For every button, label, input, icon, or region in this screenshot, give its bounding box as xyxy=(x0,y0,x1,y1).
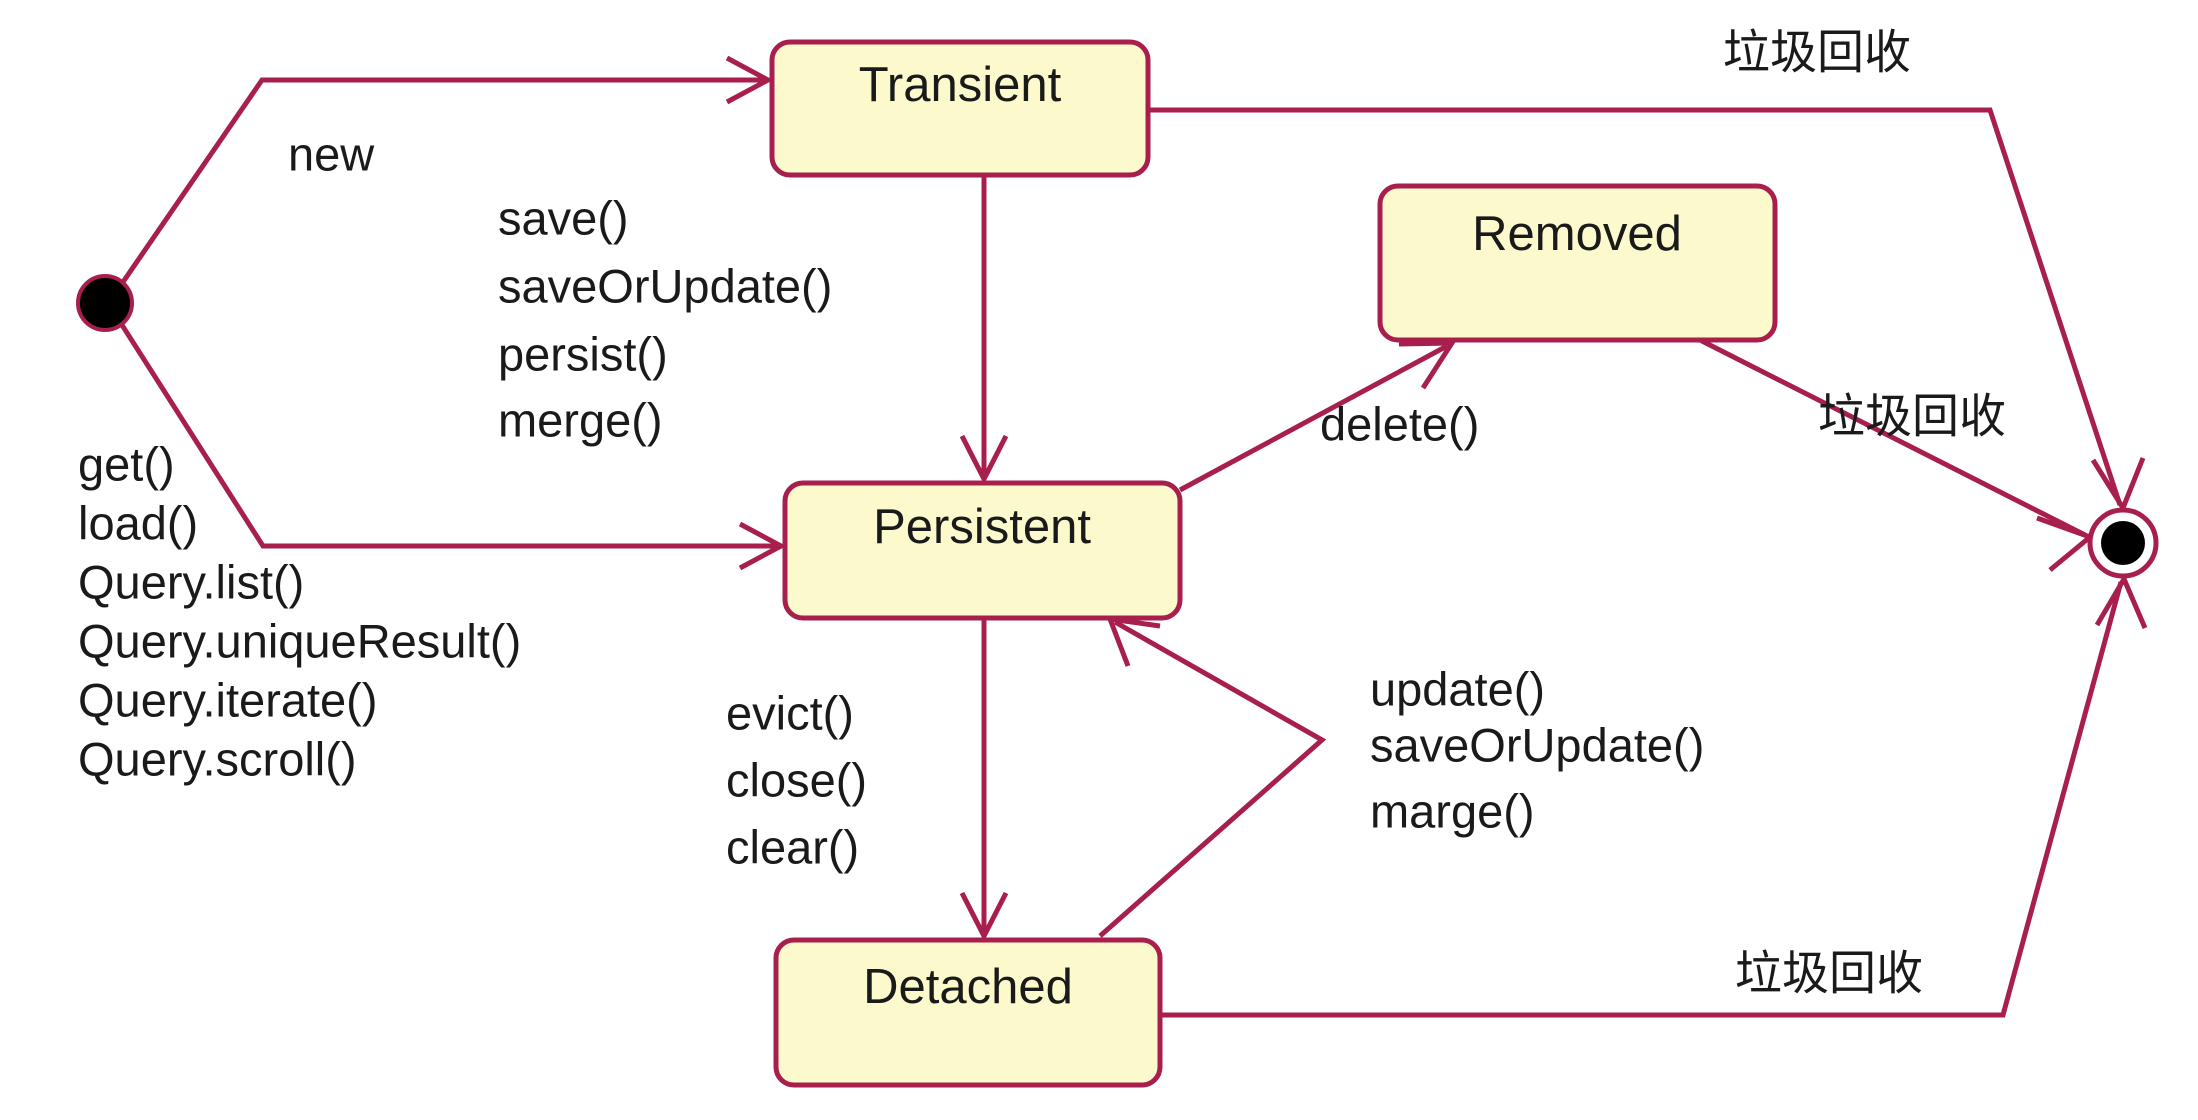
arrow-head-icon xyxy=(2036,515,2095,572)
edge-label-save-or-update-2: saveOrUpdate() xyxy=(1370,718,1704,771)
state-removed-box xyxy=(1377,183,1778,343)
edge-label-save-group: save() saveOrUpdate() persist() merge() xyxy=(498,191,832,446)
edge-label-gc-bottom: 垃圾回收 xyxy=(1735,947,1923,1002)
initial-node-dot-icon xyxy=(76,274,134,332)
edge-label-merge: merge() xyxy=(498,393,663,446)
edge-label-get: get() xyxy=(78,437,175,490)
edge-label-load-group: get() load() Query.list() Query.uniqueRe… xyxy=(78,437,521,785)
edge-label-query-scroll: Query.scroll() xyxy=(78,732,357,785)
transition-gc-removed-path xyxy=(1698,337,2087,538)
edge-label-query-list: Query.list() xyxy=(78,555,304,608)
state-persistent-box xyxy=(782,480,1183,621)
edge-label-new: new xyxy=(288,127,375,180)
edge-label-query-iterate: Query.iterate() xyxy=(78,673,378,726)
edge-label-persist: persist() xyxy=(498,327,668,380)
state-node-transient[interactable]: Transient xyxy=(769,39,1151,178)
transition-gc-detached xyxy=(1160,573,2148,1018)
final-node[interactable] xyxy=(2087,507,2159,579)
state-node-persistent[interactable]: Persistent xyxy=(782,480,1183,621)
arrow-head-icon xyxy=(725,55,774,105)
state-removed-label: Removed xyxy=(1472,207,1682,261)
edge-label-gc-middle: 垃圾回收 xyxy=(1818,390,2006,445)
edge-label-marge: marge() xyxy=(1370,784,1535,837)
arrow-head-icon xyxy=(2090,457,2146,514)
edge-label-delete: delete() xyxy=(1320,397,1479,450)
transition-new xyxy=(120,55,774,284)
state-node-removed[interactable]: Removed xyxy=(1377,183,1778,343)
transition-gc-transient-path xyxy=(1148,107,2123,506)
state-node-detached[interactable]: Detached xyxy=(773,937,1163,1088)
state-detached-label: Detached xyxy=(863,960,1073,1014)
edge-label-reattach-group: update() saveOrUpdate() marge() xyxy=(1370,662,1704,837)
edge-label-query-unique-result: Query.uniqueResult() xyxy=(78,614,521,667)
state-transient-box xyxy=(769,39,1151,178)
edge-label-load: load() xyxy=(78,496,198,549)
transition-delete-path xyxy=(1178,343,1449,493)
arrow-head-icon xyxy=(738,521,787,571)
edge-label-save-or-update: saveOrUpdate() xyxy=(498,259,832,312)
edge-label-evict-group: evict() close() clear() xyxy=(726,686,867,873)
transition-reattach-path xyxy=(1098,619,1327,938)
state-persistent-label: Persistent xyxy=(873,500,1091,554)
edge-label-clear: clear() xyxy=(726,820,859,873)
state-detached-box xyxy=(773,937,1163,1088)
transition-reattach xyxy=(1098,615,1327,938)
transition-delete xyxy=(1178,340,1457,493)
transition-load xyxy=(119,323,787,571)
arrow-head-icon xyxy=(959,434,1009,485)
transition-evict xyxy=(959,618,1009,942)
arrow-head-icon xyxy=(1398,340,1457,390)
edge-label-update: update() xyxy=(1370,662,1545,715)
initial-node[interactable] xyxy=(76,274,134,332)
edge-label-gc-top: 垃圾回收 xyxy=(1723,26,1911,81)
edge-label-save: save() xyxy=(498,191,629,244)
arrow-head-icon xyxy=(959,891,1009,942)
transition-save xyxy=(959,175,1009,485)
edge-label-close: close() xyxy=(726,753,867,806)
transition-gc-detached-path xyxy=(1160,581,2124,1018)
transition-new-path xyxy=(120,77,765,284)
state-transient-label: Transient xyxy=(859,58,1062,112)
transition-load-path xyxy=(119,323,778,549)
edge-label-evict: evict() xyxy=(726,686,854,739)
transition-gc-removed xyxy=(1698,337,2095,572)
arrow-head-icon xyxy=(2094,573,2148,629)
final-node-dot-icon xyxy=(2101,521,2145,565)
